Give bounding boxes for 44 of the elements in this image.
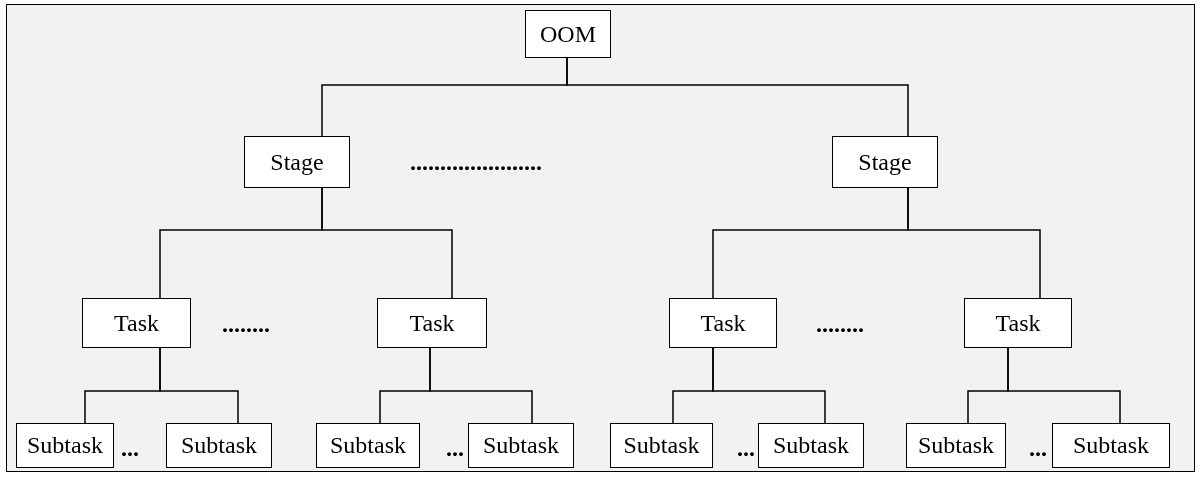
connector-line (712, 347, 826, 424)
node-label: Task (409, 309, 455, 337)
node-box (832, 136, 938, 188)
node-label: Subtask (27, 432, 103, 459)
node-box (468, 423, 574, 468)
connector-line (321, 187, 453, 299)
node-box (16, 423, 114, 468)
node-label: Stage (270, 148, 324, 176)
node-label: Subtask (1073, 432, 1149, 459)
connector-line (429, 347, 533, 424)
node-label: Subtask (773, 432, 849, 459)
ellipsis-dots: ... (446, 436, 464, 460)
node-box (669, 298, 777, 348)
ellipsis-dots: ........ (222, 312, 270, 336)
ellipsis-dots: ........ (816, 312, 864, 336)
node-box (82, 298, 191, 348)
ellipsis-dots: ... (121, 436, 139, 460)
connector-line (159, 347, 239, 424)
node-box (906, 423, 1006, 468)
ellipsis-dots: ... (737, 436, 755, 460)
node-box (610, 423, 713, 468)
ellipsis-dots: ... (1029, 436, 1047, 460)
ellipsis-dots: ...................... (410, 150, 542, 174)
node-label: Task (114, 309, 159, 337)
node-label: Stage (858, 148, 912, 176)
node-box (964, 298, 1072, 348)
node-label: Subtask (483, 432, 559, 459)
node-box (525, 10, 611, 58)
node-box (758, 423, 864, 468)
connector-line (566, 57, 909, 137)
node-box (1052, 423, 1170, 468)
node-label: Subtask (918, 432, 994, 459)
connector-line (1007, 347, 1121, 424)
node-box (377, 298, 487, 348)
connector-line (907, 187, 1041, 299)
node-box (244, 136, 350, 188)
node-label: Task (995, 309, 1041, 337)
node-label: Subtask (330, 432, 406, 459)
node-label: Subtask (181, 432, 257, 459)
node-label: OOM (540, 20, 596, 48)
node-box (316, 423, 420, 468)
node-box (166, 423, 272, 468)
node-label: Task (700, 309, 746, 337)
node-label: Subtask (623, 432, 700, 459)
